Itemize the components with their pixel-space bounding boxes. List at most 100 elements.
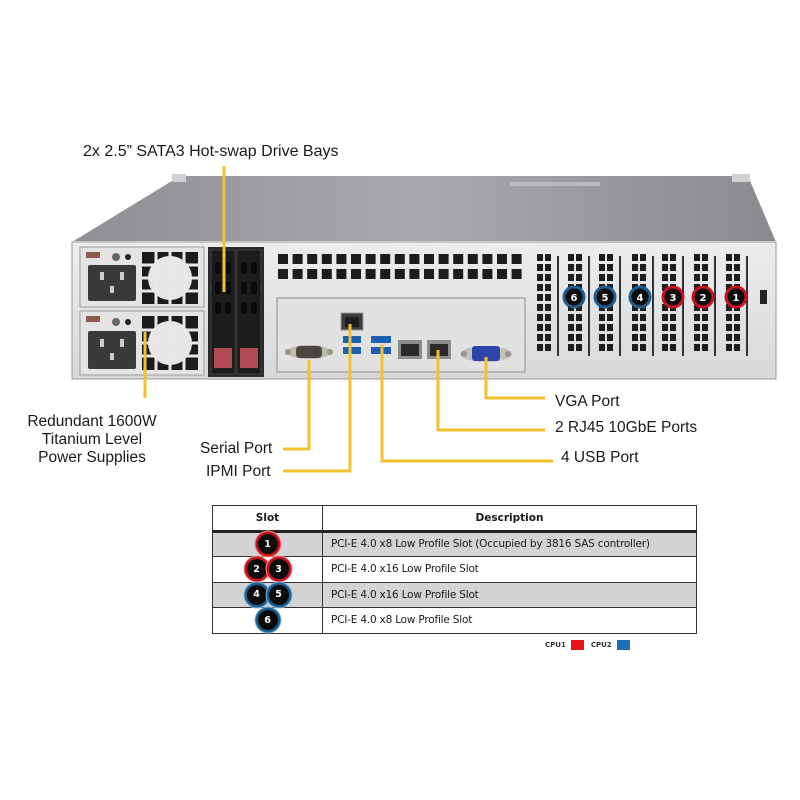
pcie-slot-badges: 6 5 4 3 2 1 <box>562 285 748 309</box>
chassis-slot-badge-1: 1 <box>724 285 748 309</box>
vent-hole <box>351 254 361 264</box>
leader-lines <box>143 166 553 473</box>
server-rear-view: 6 5 4 3 2 1 <box>71 166 777 473</box>
vent-hole <box>321 269 332 279</box>
vent-hole <box>351 269 361 279</box>
psu-2 <box>79 310 205 376</box>
callout-power-supplies-line-2: Titanium Level <box>41 430 143 448</box>
vent-hole <box>453 254 464 264</box>
description-cell: PCI-E 4.0 x8 Low Profile Slot <box>322 607 697 634</box>
vent-hole <box>482 254 493 264</box>
rj45-port-connectors <box>398 340 451 359</box>
header-description: Description <box>322 505 697 533</box>
description-cell: PCI-E 4.0 x16 Low Profile Slot <box>322 556 697 583</box>
ipmi-port-connector <box>340 312 364 331</box>
vent-grid <box>278 254 522 279</box>
vent-hole <box>424 254 434 264</box>
vent-hole <box>292 254 303 264</box>
vent-hole <box>336 269 347 279</box>
legend-cpu2-swatch <box>616 640 630 650</box>
vent-hole <box>307 254 318 264</box>
svg-text:6: 6 <box>571 293 578 304</box>
vent-hole <box>511 254 522 264</box>
callout-vga-port: VGA Port <box>555 393 620 410</box>
vent-hole <box>380 269 391 279</box>
callout-drive-bays: 2x 2.5” SATA3 Hot-swap Drive Bays <box>83 143 339 160</box>
serial-port-connector <box>285 345 333 359</box>
vent-hole <box>365 254 376 264</box>
vent-hole <box>511 269 522 279</box>
chassis-top-cover <box>72 174 776 243</box>
callout-ipmi-port: IPMI Port <box>206 463 271 480</box>
table-header-row: Slot Description <box>212 505 697 533</box>
pcie-bracket <box>537 254 559 356</box>
leader-vga-port <box>484 357 545 400</box>
callout-usb-ports: 4 USB Port <box>561 449 639 466</box>
leader-usb-port <box>380 345 553 463</box>
cpu-legend: CPU1 CPU2 <box>545 640 637 650</box>
vent-hole <box>453 269 464 279</box>
vent-hole <box>438 269 449 279</box>
vent-hole <box>278 254 288 264</box>
vent-hole <box>409 254 420 264</box>
vent-hole <box>394 254 405 264</box>
callout-serial-port: Serial Port <box>200 440 273 457</box>
vent-hole <box>336 254 347 264</box>
vent-hole <box>321 254 332 264</box>
io-shield <box>276 297 526 373</box>
legend-cpu1-swatch <box>570 640 584 650</box>
chassis-slot-badge-5: 5 <box>593 285 617 309</box>
slot-badge-2: 2 <box>246 559 267 580</box>
svg-text:2: 2 <box>700 293 707 304</box>
header-slot: Slot <box>212 505 323 533</box>
svg-text:1: 1 <box>733 293 740 304</box>
slot-badge-3: 3 <box>268 559 289 580</box>
pcie-bracket <box>568 254 590 356</box>
callout-power-supplies-line-1: Redundant 1600W <box>27 413 157 430</box>
leader-rj45-ports <box>436 350 545 432</box>
vent-hole <box>380 254 391 264</box>
svg-text:3: 3 <box>670 293 677 304</box>
leader-ipmi-port <box>283 324 352 473</box>
vent-hole <box>292 269 303 279</box>
chassis-slot-badge-3: 3 <box>661 285 685 309</box>
chassis-slot-badge-4: 4 <box>628 285 652 309</box>
legend-cpu2-label: CPU2 <box>590 641 612 649</box>
power-supply-units <box>79 246 205 376</box>
chassis-latch <box>760 290 767 304</box>
vent-hole <box>497 254 507 264</box>
slot-badge-1: 1 <box>257 534 278 555</box>
vent-hole <box>365 269 376 279</box>
legend-cpu1-label: CPU1 <box>545 641 566 649</box>
callout-power-supplies-line-3: Power Supplies <box>38 448 146 466</box>
svg-text:5: 5 <box>602 293 609 304</box>
slot-cell: 6 <box>212 607 323 634</box>
vent-hole <box>467 254 478 264</box>
description-cell: PCI-E 4.0 x16 Low Profile Slot <box>322 581 697 608</box>
vga-port-connector <box>460 346 512 362</box>
vent-hole <box>438 254 449 264</box>
vent-hole <box>394 269 405 279</box>
chassis-slot-badge-2: 2 <box>691 285 715 309</box>
vent-hole <box>307 269 318 279</box>
callout-power-supplies: Redundant 1600W Titanium Level Power Sup… <box>22 413 162 466</box>
drive-bays <box>208 247 264 377</box>
svg-text:4: 4 <box>637 293 644 304</box>
table-row: 1 PCI-E 4.0 x8 Low Profile Slot (Occupied… <box>212 530 697 557</box>
slot-badge-4: 4 <box>246 584 267 605</box>
psu-1 <box>79 246 205 308</box>
vent-hole <box>497 269 507 279</box>
drive-tray-2 <box>236 249 262 375</box>
chassis-slot-badge-6: 6 <box>562 285 586 309</box>
vent-hole <box>467 269 478 279</box>
slot-badge-5: 5 <box>268 584 289 605</box>
slot-badge-6: 6 <box>257 610 278 631</box>
description-cell: PCI-E 4.0 x8 Low Profile Slot (Occupied … <box>322 530 697 557</box>
leader-serial-port <box>283 360 311 451</box>
vent-hole <box>278 269 288 279</box>
